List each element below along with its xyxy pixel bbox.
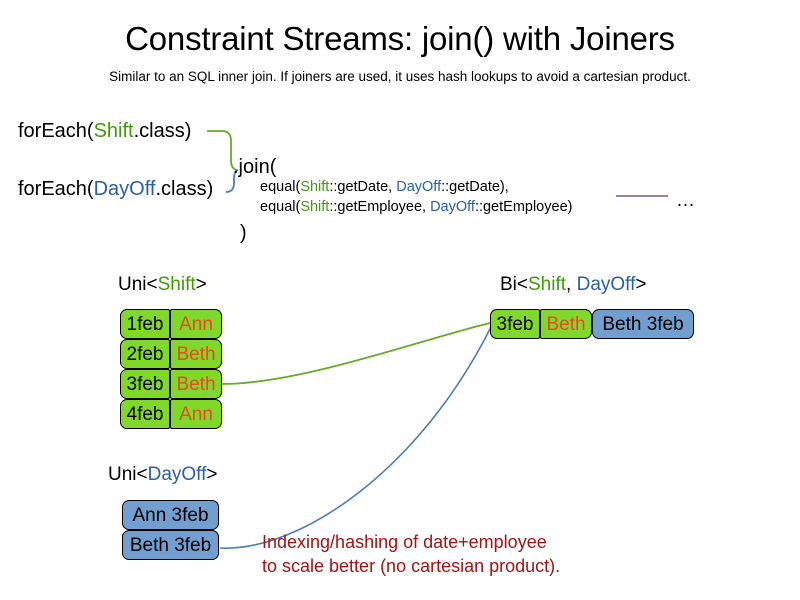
bi-dayoff-value: Beth 3feb bbox=[592, 309, 694, 339]
uni-dayoff-value: Beth 3feb bbox=[122, 530, 219, 560]
label-bi-type-b: DayOff bbox=[576, 274, 636, 295]
uni-shift-date: 1feb bbox=[120, 309, 170, 339]
label-uni-shift-type: Shift bbox=[157, 274, 196, 295]
caption-note: Indexing/hashing of date+employee to sca… bbox=[262, 530, 560, 578]
code-join-close: ) bbox=[240, 222, 247, 244]
code-foreach-dayoff: forEach(DayOff.class) bbox=[18, 178, 213, 201]
code-foreach-shift: forEach(Shift.class) bbox=[18, 120, 191, 143]
code-equal-date-right-type: DayOff bbox=[396, 179, 442, 195]
uni-shift-employee: Beth bbox=[170, 369, 222, 399]
code-equal-employee-right-type: DayOff bbox=[430, 199, 475, 215]
code-equal-employee-prefix: equal( bbox=[260, 199, 301, 215]
code-equal-employee-right-method: ::getEmployee) bbox=[474, 199, 573, 215]
page-subtitle: Similar to an SQL inner join. If joiners… bbox=[109, 69, 691, 84]
uni-shift-row: 3feb Beth bbox=[120, 369, 222, 399]
connector-dayoff-row-to-bi bbox=[219, 324, 493, 549]
uni-dayoff-value: Ann 3feb bbox=[122, 500, 219, 530]
label-bi-prefix: Bi< bbox=[500, 274, 528, 295]
uni-shift-employee: Ann bbox=[170, 399, 222, 429]
label-uni-shift: Uni<Shift> bbox=[118, 274, 207, 296]
uni-shift-employee: Beth bbox=[170, 339, 222, 369]
code-foreach-shift-suffix: .class) bbox=[133, 120, 192, 142]
uni-shift-date: 4feb bbox=[120, 399, 170, 429]
code-equal-date-right-method: ::getDate), bbox=[441, 179, 509, 195]
uni-dayoff-row: Ann 3feb bbox=[122, 500, 219, 530]
connector-shift-row-to-bi bbox=[221, 322, 491, 385]
uni-shift-date: 2feb bbox=[120, 339, 170, 369]
bi-shift-date: 3feb bbox=[490, 309, 540, 339]
caption-line-1: Indexing/hashing of date+employee bbox=[262, 532, 547, 552]
uni-shift-row: 4feb Ann bbox=[120, 399, 222, 429]
label-uni-shift-prefix: Uni< bbox=[118, 274, 158, 295]
caption-line-2: to scale better (no cartesian product). bbox=[262, 556, 561, 576]
bi-shift-employee: Beth bbox=[540, 309, 592, 339]
uni-shift-row: 2feb Beth bbox=[120, 339, 222, 369]
code-foreach-shift-type: Shift bbox=[93, 120, 134, 142]
label-uni-dayoff: Uni<DayOff> bbox=[108, 464, 218, 486]
label-bi-separator: , bbox=[566, 274, 577, 295]
code-equal-employee: equal(Shift::getEmployee, DayOff::getEmp… bbox=[260, 199, 572, 215]
label-bi-type-a: Shift bbox=[528, 274, 567, 295]
code-equal-date-prefix: equal( bbox=[260, 179, 301, 195]
ellipsis-text: … bbox=[676, 190, 696, 211]
code-equal-date: equal(Shift::getDate, DayOff::getDate), bbox=[260, 179, 509, 195]
label-bi-shift-dayoff: Bi<Shift, DayOff> bbox=[500, 274, 646, 296]
label-bi-suffix: > bbox=[635, 274, 647, 295]
code-foreach-dayoff-suffix: .class) bbox=[155, 178, 214, 200]
uni-shift-row: 1feb Ann bbox=[120, 309, 222, 339]
page-title: Constraint Streams: join() with Joiners bbox=[125, 20, 675, 57]
code-equal-date-left-type: Shift bbox=[300, 179, 330, 195]
code-foreach-shift-prefix: forEach( bbox=[18, 120, 94, 142]
code-join-open: .join( bbox=[233, 156, 277, 178]
code-equal-employee-left-method: ::getEmployee, bbox=[329, 199, 431, 215]
code-equal-employee-left-type: Shift bbox=[300, 199, 330, 215]
label-uni-dayoff-type: DayOff bbox=[147, 464, 207, 485]
label-uni-shift-suffix: > bbox=[195, 274, 207, 295]
bi-row: 3feb Beth Beth 3feb bbox=[490, 309, 694, 339]
label-uni-dayoff-suffix: > bbox=[206, 464, 218, 485]
code-foreach-dayoff-type: DayOff bbox=[93, 178, 156, 200]
uni-shift-employee: Ann bbox=[170, 309, 222, 339]
label-uni-dayoff-prefix: Uni< bbox=[108, 464, 148, 485]
code-foreach-dayoff-prefix: forEach( bbox=[18, 178, 94, 200]
code-equal-date-left-method: ::getDate, bbox=[329, 179, 397, 195]
uni-shift-date: 3feb bbox=[120, 369, 170, 399]
uni-dayoff-row: Beth 3feb bbox=[122, 530, 219, 560]
